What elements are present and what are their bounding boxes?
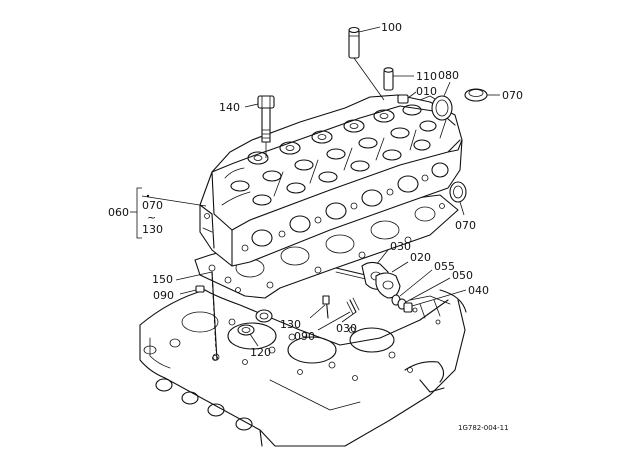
label-130-lower: 130 [280,318,301,331]
part-120-sleeve [237,309,273,347]
label-030-upper: 030 [390,240,411,253]
part-110-pipe [383,67,414,91]
cylinder-block [139,289,467,447]
label-090-lower: 090 [294,330,315,343]
label-range-tilde: ~ [147,211,156,224]
part-090-plug-left [179,285,205,295]
label-040: 040 [468,284,489,297]
label-120: 120 [250,346,271,359]
intake-ports [241,162,449,252]
part-070-plug-top [464,88,500,102]
part-100-sleeve [348,26,385,101]
label-110: 110 [416,70,437,83]
label-080: 080 [438,69,459,82]
part-150-dowel [175,271,220,361]
label-070-top: 070 [502,89,523,102]
part-010-plug [397,91,417,104]
label-150: 150 [152,273,173,286]
part-040-nut [403,289,467,313]
label-070-range-start: 070 [142,199,163,212]
part-130-stud [309,295,330,319]
label-060: 060 [108,206,129,219]
valve-seat-row [230,104,437,206]
label-100: 100 [381,21,402,34]
label-130-range-end: 130 [142,223,163,236]
label-020: 020 [410,251,431,264]
part-080-cap [431,81,453,121]
label-010: 010 [416,85,437,98]
part-labels: 100 110 080 010 070 140 060 070 ~ 130 07… [108,21,523,432]
label-140: 140 [219,101,240,114]
cylinder-head [199,94,463,267]
label-090-left: 090 [153,289,174,302]
label-030-lower: 030 [336,322,357,335]
part-070-plug-side [449,181,467,216]
bracket-060 [130,187,207,239]
part-090-stud-right [317,297,360,331]
part-020-gasket [361,261,409,299]
label-055: 055 [434,260,455,273]
drawing-code: 1G782-004-11 [458,424,509,432]
part-140-head-bolt [244,95,275,158]
label-070-side: 070 [455,219,476,232]
label-050: 050 [452,269,473,282]
